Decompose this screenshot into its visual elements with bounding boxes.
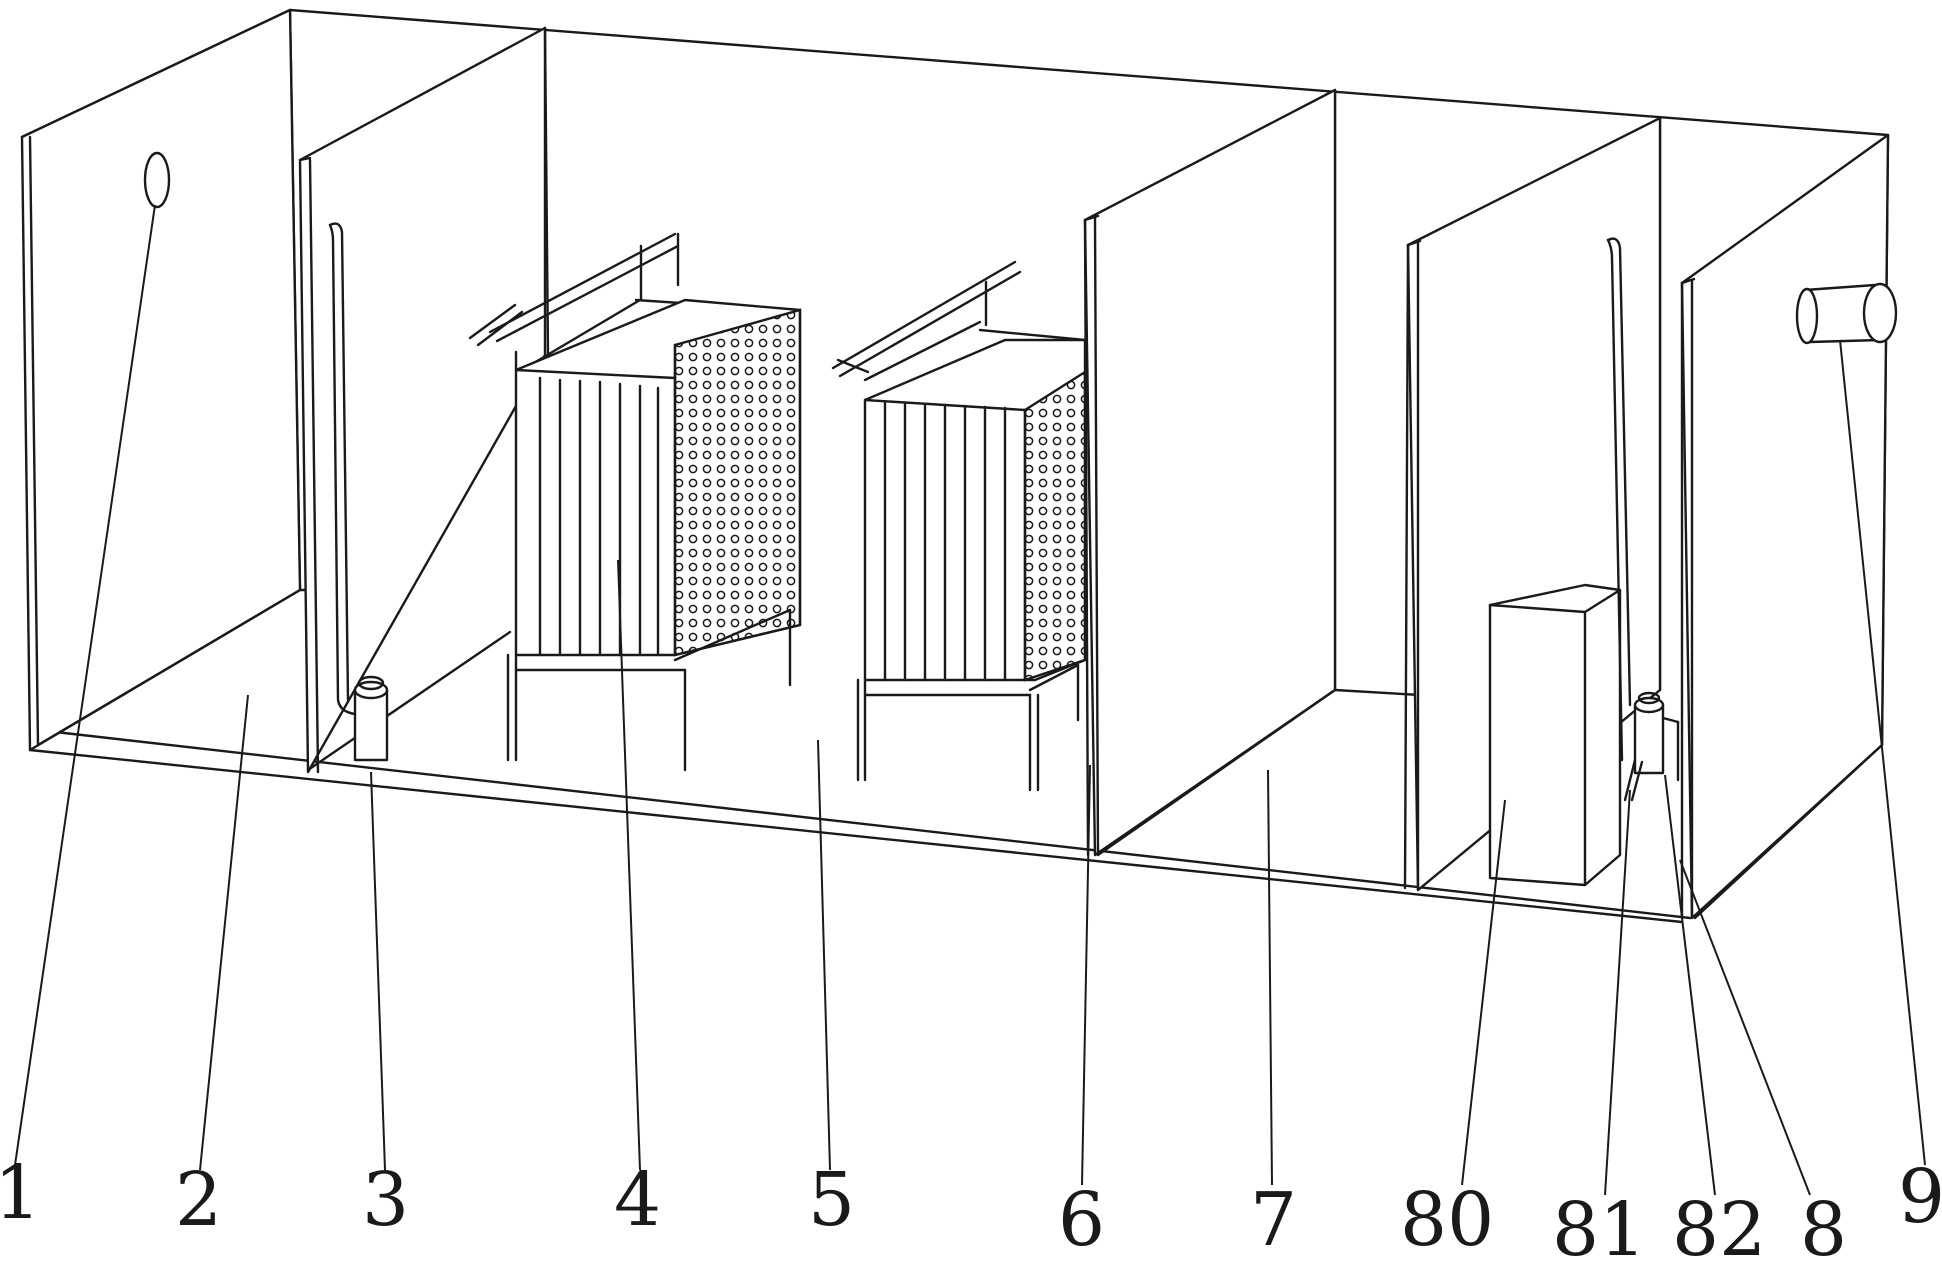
leader-lines xyxy=(14,204,1926,1196)
partition-6 xyxy=(1083,88,1337,857)
label-4: 4 xyxy=(614,1157,661,1243)
control-box-80 xyxy=(1488,583,1622,887)
membrane-module-a xyxy=(468,232,802,772)
outlet-pipe-9 xyxy=(1795,282,1898,345)
reference-numerals: 1 2 3 4 5 6 7 80 81 82 8 9 xyxy=(0,1150,1942,1270)
label-5: 5 xyxy=(808,1157,855,1243)
membrane-module-b xyxy=(831,260,1087,792)
inlet-port xyxy=(143,151,171,209)
label-9: 9 xyxy=(1898,1154,1942,1240)
label-82: 82 xyxy=(1672,1187,1766,1270)
label-1: 1 xyxy=(0,1150,41,1236)
label-81: 81 xyxy=(1552,1187,1646,1270)
left-end-wall xyxy=(20,8,302,752)
label-6: 6 xyxy=(1058,1177,1105,1263)
label-8: 8 xyxy=(1800,1187,1847,1270)
label-2: 2 xyxy=(175,1157,222,1243)
label-7: 7 xyxy=(1250,1177,1297,1263)
label-80: 80 xyxy=(1400,1177,1494,1263)
pump-81 xyxy=(1606,237,1680,802)
label-3: 3 xyxy=(362,1157,409,1243)
pump-3 xyxy=(328,222,389,762)
right-end-wall xyxy=(1680,133,1890,920)
